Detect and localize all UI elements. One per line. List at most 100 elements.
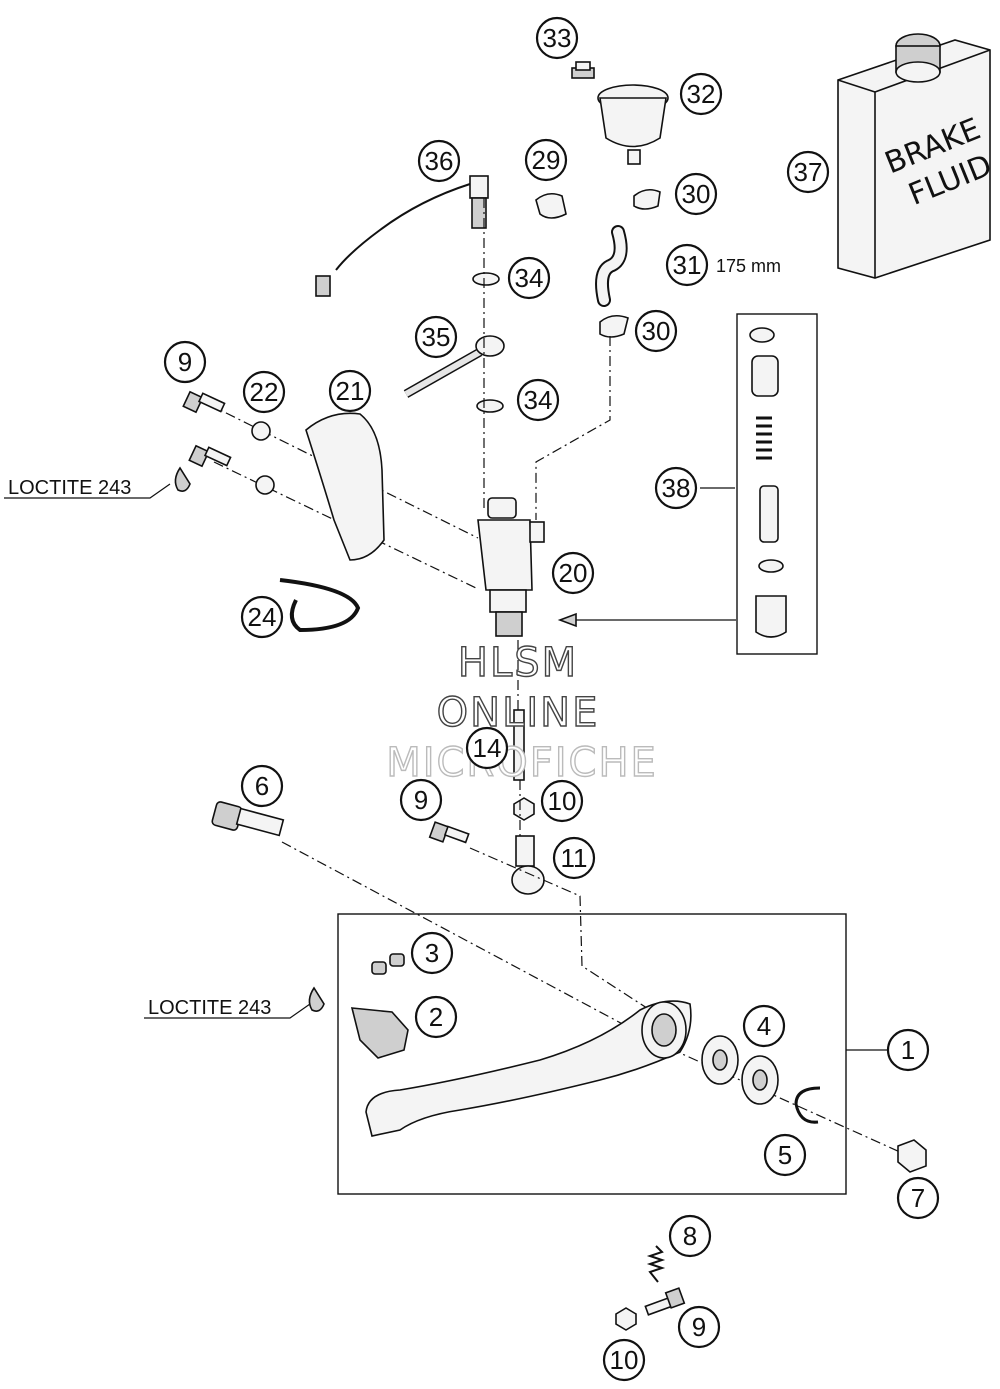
clevis-bolt <box>428 821 470 844</box>
svg-text:MICROFICHE: MICROFICHE <box>386 740 658 786</box>
loctite-drop-lower <box>308 986 325 1012</box>
callout-4: 4 <box>742 1004 786 1048</box>
svg-text:22: 22 <box>250 377 279 407</box>
callout-20: 20 <box>551 551 595 595</box>
callout-36: 36 <box>417 139 461 183</box>
spring-nut <box>615 1307 637 1331</box>
cable-tie <box>279 578 361 633</box>
svg-text:34: 34 <box>515 263 544 293</box>
callout-30-upper: 30 <box>674 172 718 216</box>
pivot-bolt <box>211 801 285 837</box>
callout-31: 31 <box>665 243 709 287</box>
callout-35: 35 <box>414 315 458 359</box>
callout-34-lower: 34 <box>516 378 560 422</box>
spring-bolt <box>644 1287 686 1316</box>
svg-text:9: 9 <box>414 785 428 815</box>
callout-3: 3 <box>410 931 454 975</box>
fluid-reservoir <box>597 84 669 165</box>
heat-shield <box>305 412 385 561</box>
svg-text:30: 30 <box>682 179 711 209</box>
callout-21: 21 <box>328 369 372 413</box>
bolt-lower <box>188 444 232 468</box>
callout-8: 8 <box>668 1214 712 1258</box>
svg-text:36: 36 <box>425 146 454 176</box>
callout-38: 38 <box>654 466 698 510</box>
svg-text:37: 37 <box>794 157 823 187</box>
svg-text:10: 10 <box>610 1345 639 1375</box>
sealing-washer-lower <box>476 399 504 413</box>
loctite-label-upper: LOCTITE 243 <box>8 477 131 499</box>
hose-length-label: 175 mm <box>716 256 781 276</box>
svg-text:3: 3 <box>425 938 439 968</box>
callout-1: 1 <box>886 1028 930 1072</box>
brake-lever <box>365 1000 692 1137</box>
circlip <box>794 1086 821 1124</box>
callout-29: 29 <box>524 138 568 182</box>
svg-text:9: 9 <box>178 347 192 377</box>
callout-22: 22 <box>242 370 286 414</box>
callout-9-upper: 9 <box>163 340 207 384</box>
svg-text:33: 33 <box>543 23 572 53</box>
loctite-drop-upper <box>174 466 191 492</box>
callout-9-middle: 9 <box>399 778 443 822</box>
svg-text:30: 30 <box>642 316 671 346</box>
brake-line <box>403 335 505 398</box>
callout-2: 2 <box>414 995 458 1039</box>
svg-text:9: 9 <box>692 1312 706 1342</box>
callout-32: 32 <box>679 72 723 116</box>
svg-text:24: 24 <box>248 602 277 632</box>
svg-text:2: 2 <box>429 1002 443 1032</box>
pushrod-nut <box>513 797 535 821</box>
loctite-label-lower: LOCTITE 243 <box>148 997 271 1019</box>
callout-9-lower: 9 <box>677 1305 721 1349</box>
svg-text:1: 1 <box>901 1035 915 1065</box>
svg-text:4: 4 <box>757 1011 771 1041</box>
svg-text:29: 29 <box>532 145 561 175</box>
callout-34-upper: 34 <box>507 256 551 300</box>
callout-30-lower: 30 <box>634 309 678 353</box>
repair-kit-box <box>557 313 818 655</box>
svg-text:10: 10 <box>548 786 577 816</box>
callout-5: 5 <box>763 1133 807 1177</box>
callout-33: 33 <box>535 16 579 60</box>
reservoir-screw <box>571 61 595 79</box>
step-plate <box>350 1007 409 1059</box>
clevis <box>511 835 545 895</box>
svg-text:21: 21 <box>336 376 365 406</box>
pivot-nut <box>897 1139 927 1173</box>
svg-text:31: 31 <box>673 250 702 280</box>
bolt-upper <box>182 390 226 414</box>
svg-text:20: 20 <box>559 558 588 588</box>
svg-text:HLSM: HLSM <box>458 640 578 686</box>
bushing-lower <box>255 475 275 495</box>
callout-14: 14 <box>465 726 509 770</box>
svg-text:38: 38 <box>662 473 691 503</box>
rear-brake-master-cylinder <box>477 497 545 637</box>
return-spring <box>646 1245 666 1283</box>
hose-clamp-upper <box>633 188 661 210</box>
svg-text:6: 6 <box>255 771 269 801</box>
watermark: HLSM ONLINE MICROFICHE <box>385 639 658 786</box>
svg-text:32: 32 <box>687 79 716 109</box>
sealing-washer-upper <box>472 272 500 286</box>
svg-text:ONLINE: ONLINE <box>437 690 600 736</box>
svg-text:5: 5 <box>778 1140 792 1170</box>
callout-24: 24 <box>240 595 284 639</box>
hose-clamp-lower <box>599 314 629 338</box>
bearing-right <box>741 1055 779 1105</box>
brake-fluid-container: BRAKE FLUID <box>837 33 997 279</box>
svg-text:35: 35 <box>422 322 451 352</box>
callout-11: 11 <box>552 836 596 880</box>
bearing-left <box>701 1035 739 1085</box>
bushing-upper <box>251 421 271 441</box>
brake-light-switch <box>315 175 489 297</box>
brake-lever-box <box>337 913 847 1195</box>
callout-6: 6 <box>240 764 284 808</box>
svg-text:34: 34 <box>524 385 553 415</box>
svg-text:7: 7 <box>911 1183 925 1213</box>
step-plate-screws <box>371 953 405 975</box>
hose-clip <box>535 192 567 219</box>
svg-text:14: 14 <box>473 733 502 763</box>
svg-text:8: 8 <box>683 1221 697 1251</box>
